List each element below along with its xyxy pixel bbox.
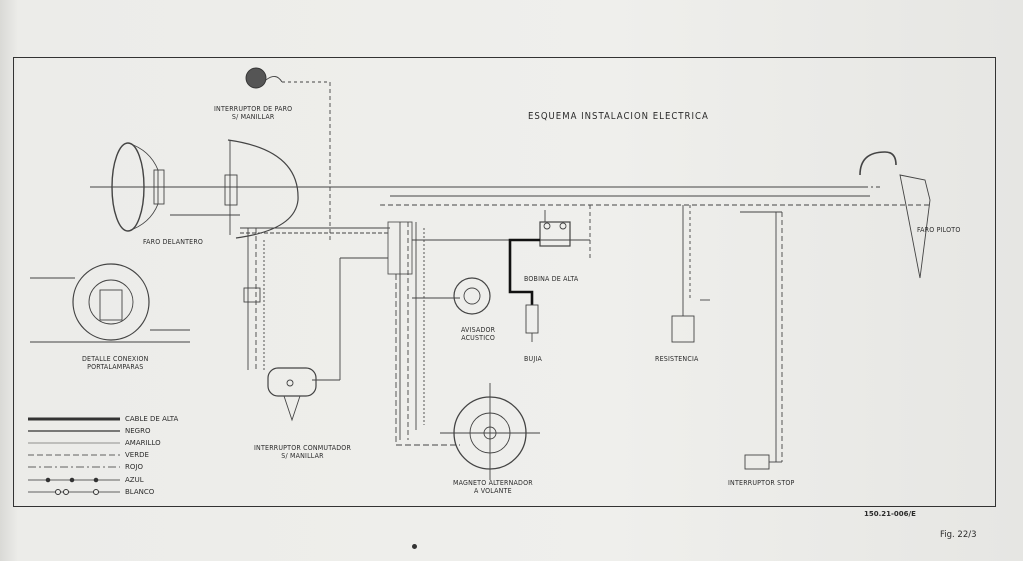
label-conmutador-line1: INTERRUPTOR CONMUTADOR (254, 444, 352, 452)
headlamp-icon (111, 139, 299, 239)
lampholder-detail-icon (30, 263, 190, 343)
label-avisador-line1: AVISADOR (461, 326, 496, 334)
legend-label-azul: AZUL (125, 476, 144, 484)
label-avisador: AVISADOR ACUSTICO (461, 326, 495, 342)
reference-code: 150.21-006/E (864, 510, 916, 518)
diagram-title: ESQUEMA INSTALACION ELECTRICA (528, 111, 709, 122)
label-interruptor-paro-line1: INTERRUPTOR DE PARO (214, 105, 293, 113)
horn-icon (453, 277, 491, 315)
brake-switch-icon (740, 211, 783, 470)
label-conmutador-line2: S/ MANILLAR (281, 452, 324, 460)
resistor-icon (671, 205, 710, 343)
label-avisador-line2: ACUSTICO (461, 334, 496, 342)
label-detalle-line2: PORTALAMPARAS (87, 363, 144, 371)
label-conmutador: INTERRUPTOR CONMUTADOR S/ MANILLAR (254, 444, 351, 460)
ignition-coil-icon (508, 210, 571, 305)
label-interruptor-paro-line2: S/ MANILLAR (231, 113, 275, 121)
stop-switch-bulb-icon (245, 67, 331, 240)
label-magneto-line1: MAGNETO ALTERNADOR (453, 479, 533, 487)
label-faro-piloto: FARO PILOTO (917, 226, 961, 234)
legend-label-verde: VERDE (125, 451, 149, 459)
legend-label-blanco: BLANCO (125, 488, 155, 496)
dimmer-switch-icon (267, 367, 317, 422)
label-bobina-alta: BOBINA DE ALTA (524, 275, 579, 283)
label-magneto: MAGNETO ALTERNADOR A VOLANTE (453, 479, 533, 495)
legend-lines (28, 417, 120, 495)
legend-label-rojo: ROJO (125, 463, 143, 471)
magneto-icon (440, 383, 540, 480)
legend-label-negro: NEGRO (125, 427, 151, 435)
label-resistencia: RESISTENCIA (655, 355, 699, 363)
tail-lamp-icon (859, 151, 931, 279)
label-bujia: BUJIA (524, 355, 542, 363)
page-dot (412, 544, 417, 549)
label-detalle-conexion: DETALLE CONEXION PORTALAMPARAS (82, 355, 149, 371)
legend-label-cable-alta: CABLE DE ALTA (125, 415, 179, 423)
legend-label-amarillo: AMARILLO (125, 439, 161, 447)
spark-plug-icon (525, 304, 539, 342)
label-faro-delantero: FARO DELANTERO (143, 238, 204, 246)
label-interruptor-paro: INTERRUPTOR DE PARO S/ MANILLAR (214, 105, 292, 121)
label-magneto-line2: A VOLANTE (474, 487, 512, 495)
diagram-frame (13, 57, 996, 507)
figure-number: Fig. 22/3 (940, 530, 977, 540)
label-interruptor-stop: INTERRUPTOR STOP (728, 479, 795, 487)
label-detalle-line1: DETALLE CONEXION (82, 355, 149, 363)
